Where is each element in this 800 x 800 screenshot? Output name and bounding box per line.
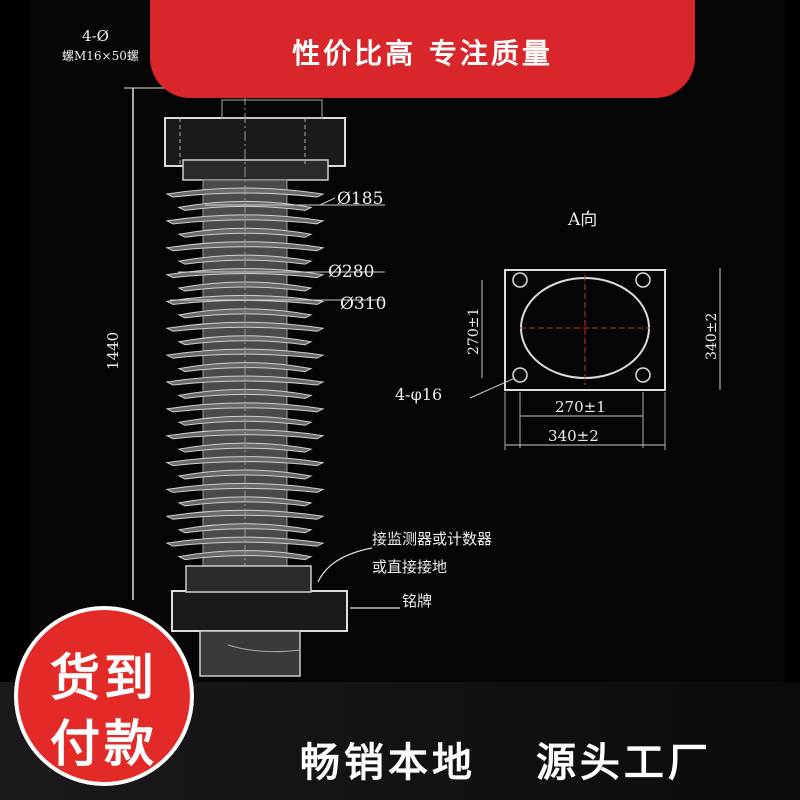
insulator-shed bbox=[177, 227, 313, 238]
note-nameplate: 铭牌 bbox=[402, 592, 432, 610]
slogan-text: 畅销本地 源头工厂 bbox=[300, 730, 754, 788]
base-plate bbox=[171, 590, 348, 632]
v-inner-dim: 270±1 bbox=[466, 308, 482, 355]
top-flange bbox=[164, 117, 346, 167]
bolt-count-label: 4-Ø bbox=[82, 27, 109, 45]
hole-spec-label: 4-φ16 bbox=[395, 385, 442, 404]
insulator-shed bbox=[177, 388, 313, 399]
badge-line-2: 付款 bbox=[50, 715, 158, 773]
slogan-right: 源头工厂 bbox=[535, 740, 712, 786]
h-inner-dim: 270±1 bbox=[555, 398, 606, 416]
bolt-spec-label: 螺M16×50螺 bbox=[62, 49, 139, 63]
diameter-310-label: Ø310 bbox=[340, 294, 386, 314]
insulator-shed bbox=[165, 268, 325, 279]
insulator-shed bbox=[177, 496, 313, 507]
insulator-shed bbox=[177, 335, 313, 346]
a-view-label: A向 bbox=[567, 210, 597, 230]
top-banner-text: 性价比高 专注质量 bbox=[292, 37, 553, 70]
insulator-shed bbox=[165, 214, 325, 225]
insulator-shed bbox=[165, 375, 325, 386]
v-outer-dim: 340±2 bbox=[704, 313, 720, 360]
a-view-plate bbox=[504, 269, 666, 391]
diameter-185-label: Ø185 bbox=[337, 189, 383, 209]
slogan-left: 畅销本地 bbox=[300, 740, 476, 786]
h-outer-dim: 340±2 bbox=[548, 427, 599, 445]
insulator-shed bbox=[165, 321, 325, 332]
height-dim-label: 1440 bbox=[104, 332, 122, 370]
insulator-shed bbox=[165, 429, 325, 440]
top-banner: 性价比高 专注质量 bbox=[150, 0, 695, 98]
badge-line-1: 货到 bbox=[50, 649, 158, 707]
drawing-background bbox=[30, 0, 785, 682]
note-monitor: 接监测器或计数器 bbox=[372, 530, 492, 548]
insulator-shed bbox=[177, 281, 313, 292]
diameter-280-label: Ø280 bbox=[328, 262, 374, 282]
insulator-shed bbox=[177, 550, 313, 561]
insulator-shed bbox=[177, 442, 313, 453]
note-ground: 或直接接地 bbox=[372, 558, 447, 576]
cod-badge: 货到 付款 bbox=[14, 606, 194, 786]
